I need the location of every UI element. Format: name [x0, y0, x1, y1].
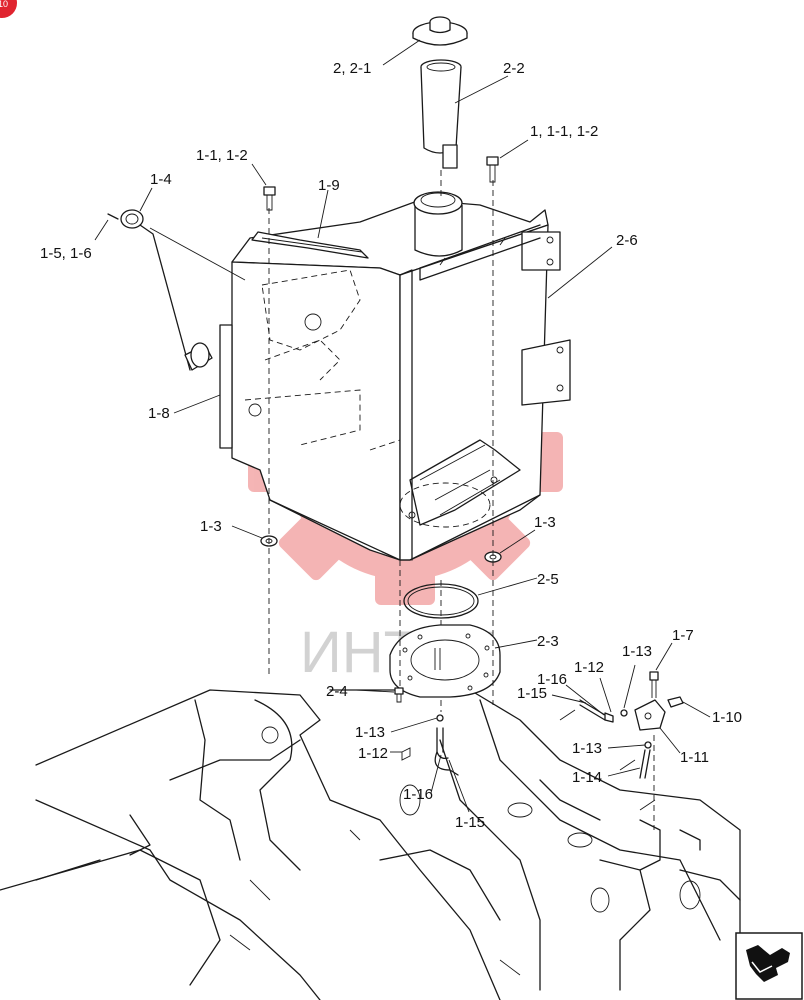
bolt-2-4: [394, 687, 404, 703]
callout-2-3: 2-3: [537, 633, 559, 650]
screw-icon: [107, 213, 119, 220]
bolt-right: [486, 156, 499, 183]
flange-plate: [389, 624, 501, 698]
callout-1-13-right: 1-13: [572, 740, 602, 757]
callout-2-2: 2-2: [503, 60, 525, 77]
callout-1-16-top: 1-16: [537, 671, 567, 688]
callout-1-15-top: 1-15: [517, 685, 547, 702]
corner-badge: 10: [0, 0, 17, 18]
callout-1-7: 1-7: [672, 627, 694, 644]
callout-1-12-center: 1-12: [358, 745, 388, 762]
fuel-level-sensor: [120, 209, 213, 371]
callout-1-13-center: 1-13: [355, 724, 385, 741]
callout-2-6: 2-6: [616, 232, 638, 249]
callout-1-11: 1-11: [680, 749, 709, 766]
center-lines: [268, 170, 655, 830]
callout-1-9: 1-9: [318, 177, 340, 194]
callout-2-2-1: 2, 2-1: [333, 60, 371, 77]
callout-1-16-bottom: 1-16: [403, 786, 433, 803]
callout-1-13-top: 1-13: [622, 643, 652, 660]
callout-1-5-1-6: 1-5, 1-6: [40, 245, 92, 262]
callout-2-5: 2-5: [537, 571, 559, 588]
callout-1-3-right: 1-3: [534, 514, 556, 531]
callout-labels: 2, 2-1 2-2 1, 1-1, 1-2 1-1, 1-2 1-4 1-9 …: [40, 60, 742, 831]
callout-1-15-bottom: 1-15: [455, 814, 485, 831]
bolt-left: [263, 186, 276, 211]
next-page-arrow-icon[interactable]: [735, 932, 803, 1000]
callout-1-1-1-1-2: 1, 1-1, 1-2: [530, 123, 598, 140]
callout-1-14: 1-14: [572, 769, 602, 786]
filler-cap: [412, 16, 468, 46]
callout-1-4: 1-4: [150, 171, 172, 188]
drain-hose-center: [401, 714, 459, 776]
fuel-tank: [219, 191, 571, 561]
machine-frame: [0, 689, 741, 1000]
callout-1-12-top: 1-12: [574, 659, 604, 676]
fuel-strainer: [420, 59, 462, 169]
callout-1-8: 1-8: [148, 405, 170, 422]
callout-1-1-1-2: 1-1, 1-2: [196, 147, 248, 164]
callout-1-10: 1-10: [712, 709, 742, 726]
leader-lines: [94, 39, 711, 813]
callout-2-4: 2-4: [326, 683, 348, 700]
corner-badge-text: 10: [0, 0, 8, 9]
callout-1-3-left: 1-3: [200, 518, 222, 535]
